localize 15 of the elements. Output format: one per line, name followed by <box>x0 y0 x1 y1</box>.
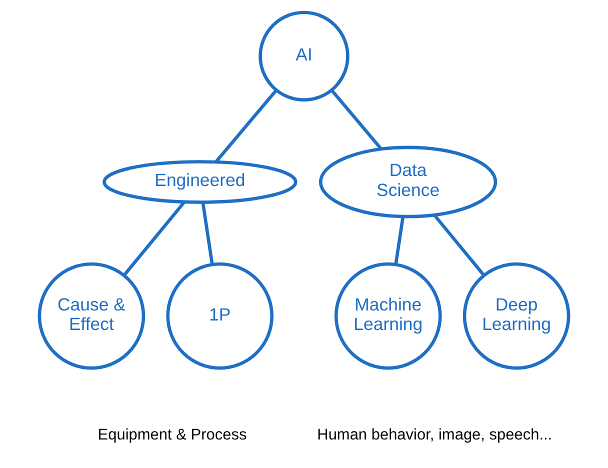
node-circle: Machine Learning <box>334 262 442 370</box>
label: Equipment & Process <box>98 426 247 444</box>
node-circle: 1P <box>166 262 274 370</box>
connector <box>214 89 278 163</box>
label: Human behavior, image, speech... <box>317 426 552 444</box>
node-circle: Cause & Effect <box>38 262 146 370</box>
connector <box>433 214 486 276</box>
node-circle: AI <box>258 10 350 102</box>
connector <box>201 202 214 265</box>
node-ellipse: Data Science <box>318 146 498 218</box>
node-circle: Deep Learning <box>462 262 570 370</box>
connector <box>122 201 186 276</box>
node-ellipse: Engineered <box>102 160 298 204</box>
connector <box>394 216 405 265</box>
connector <box>330 89 382 150</box>
